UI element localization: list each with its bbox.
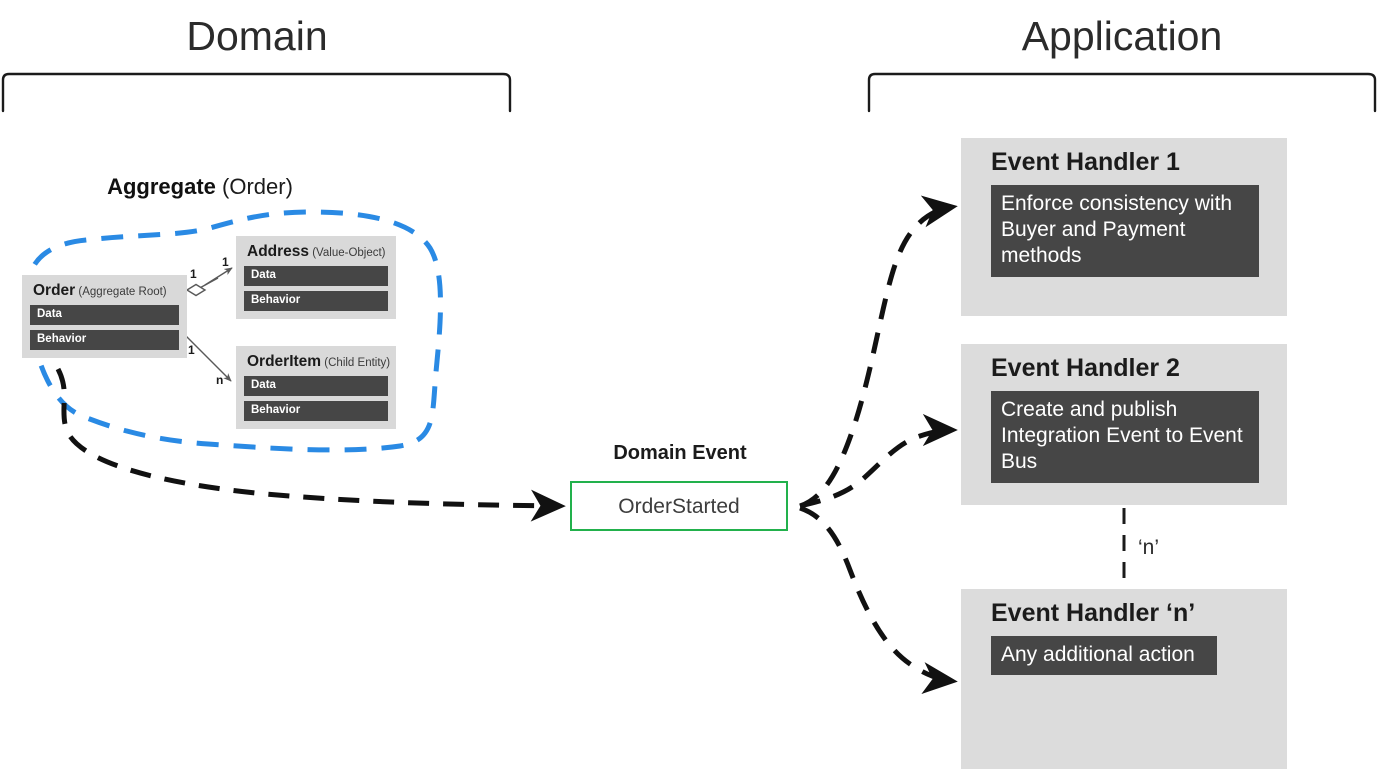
domain-section-title: Domain — [186, 13, 328, 59]
uml-card-order[interactable]: Order (Aggregate Root) Data Behavior — [22, 275, 187, 359]
event-handler-n-panel[interactable]: Event Handler ‘n’ Any additional action — [961, 589, 1287, 769]
aggregate-caption-strong: Aggregate — [107, 174, 216, 199]
application-bracket — [867, 72, 1377, 113]
event-handler-2-body: Create and publish Integration Event to … — [991, 390, 1259, 483]
domain-bracket — [1, 72, 512, 113]
multiplicity-order-address-target: 1 — [222, 255, 229, 269]
event-handler-n-title: Event Handler ‘n’ — [991, 599, 1196, 627]
uml-card-address-row-behavior: Behavior — [244, 291, 388, 312]
multiplicity-order-orderitem-source: 1 — [188, 343, 195, 357]
event-handler-n-body: Any additional action — [991, 635, 1217, 675]
application-section-title: Application — [1021, 13, 1223, 59]
uml-card-order-row-data: Data — [30, 304, 179, 326]
uml-card-address-stereotype: (Value-Object) — [309, 247, 386, 259]
event-handler-2-title: Event Handler 2 — [991, 354, 1180, 382]
uml-card-address[interactable]: Address (Value-Object) Data Behavior — [236, 236, 396, 320]
uml-card-orderitem-title: OrderItem (Child Entity) — [244, 352, 391, 373]
event-handler-1-panel[interactable]: Event Handler 1 Enforce consistency with… — [961, 138, 1287, 316]
uml-card-orderitem-name: OrderItem — [247, 353, 322, 370]
uml-card-order-title: Order (Aggregate Root) — [30, 281, 179, 302]
multiplicity-order-address-source: 1 — [190, 267, 197, 281]
uml-card-order-row-behavior: Behavior — [30, 330, 179, 351]
aggregate-caption: Aggregate (Order) — [0, 174, 400, 199]
uml-card-order-name: Order — [33, 282, 76, 299]
uml-card-orderitem-row-data: Data — [244, 375, 388, 397]
handler-repetition-label: ‘n’ — [1138, 536, 1160, 559]
arrow-event-to-handler-2 — [799, 413, 958, 509]
arrow-event-to-handler-1 — [799, 195, 958, 509]
uml-card-orderitem-row-behavior: Behavior — [244, 401, 388, 422]
uml-card-address-name: Address — [247, 243, 310, 260]
uml-card-address-title: Address (Value-Object) — [244, 242, 388, 263]
uml-card-address-row-data: Data — [244, 265, 388, 287]
multiplicity-order-orderitem-target: n — [216, 373, 224, 387]
uml-card-orderitem[interactable]: OrderItem (Child Entity) Data Behavior — [236, 346, 396, 430]
event-handler-1-body: Enforce consistency with Buyer and Payme… — [991, 184, 1259, 277]
domain-event-name: OrderStarted — [618, 494, 740, 518]
event-handler-2-panel[interactable]: Event Handler 2 Create and publish Integ… — [961, 344, 1287, 505]
domain-event-box[interactable]: OrderStarted — [570, 481, 788, 531]
arrow-event-to-handler-n — [799, 505, 958, 695]
aggregate-caption-light: (Order) — [215, 174, 293, 199]
event-handler-1-title: Event Handler 1 — [991, 148, 1180, 176]
uml-card-orderitem-stereotype: (Child Entity) — [321, 357, 391, 369]
uml-card-order-stereotype: (Aggregate Root) — [75, 286, 167, 298]
domain-event-label: Domain Event — [613, 442, 747, 464]
